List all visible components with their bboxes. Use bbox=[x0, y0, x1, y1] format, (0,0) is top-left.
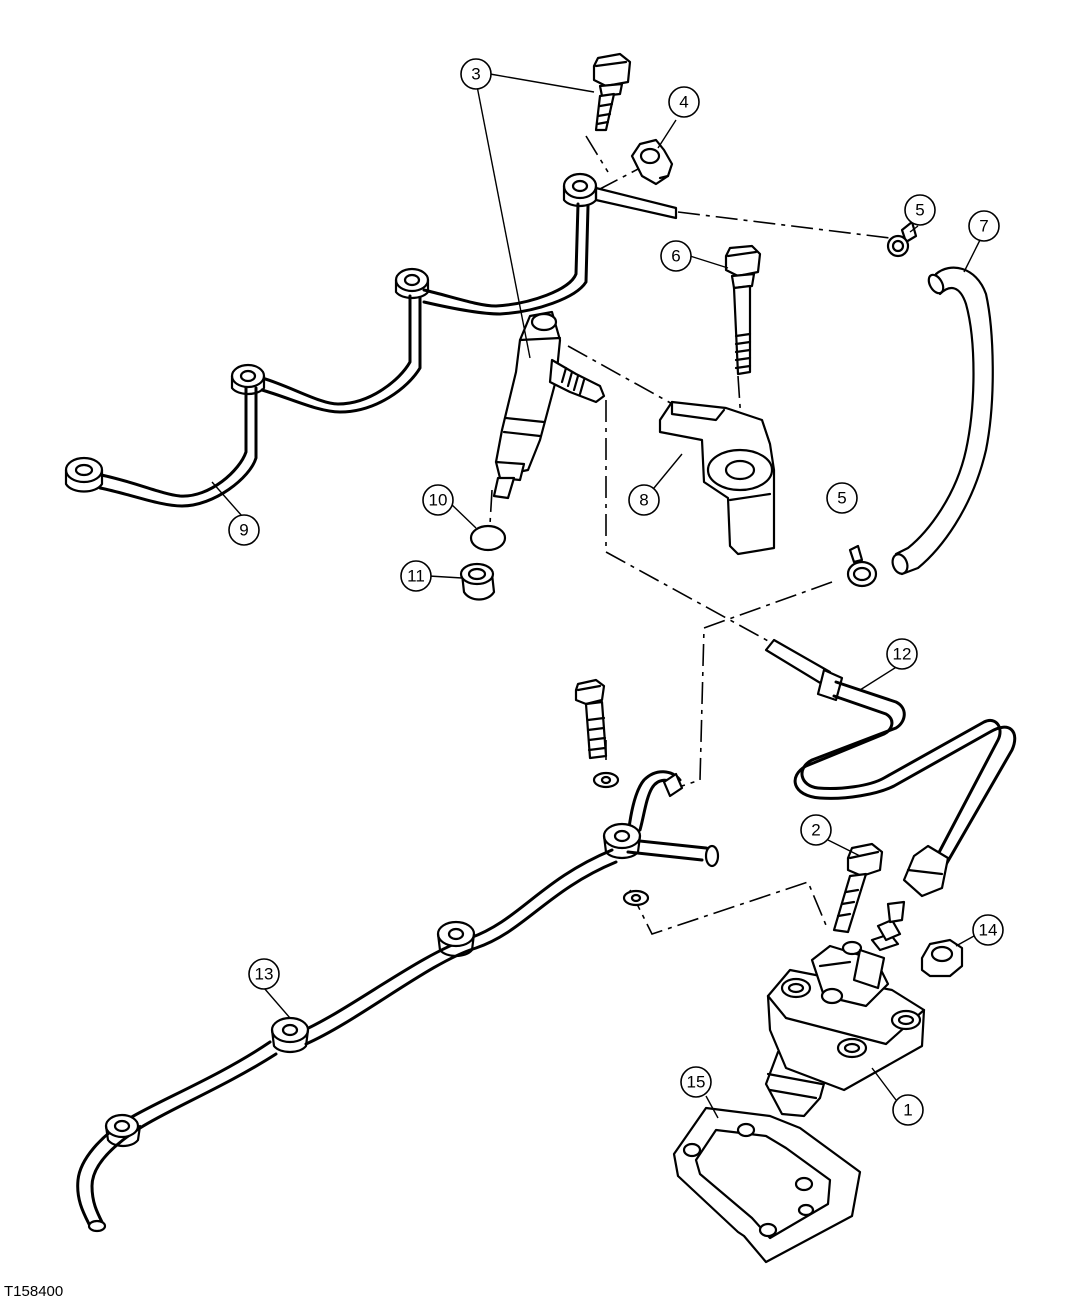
part-8-injector-clamp bbox=[658, 400, 776, 556]
figure-id: T158400 bbox=[4, 1283, 64, 1300]
callout-10: 10 bbox=[422, 484, 454, 516]
callout-9: 9 bbox=[228, 514, 260, 546]
callout-5-lower: 5 bbox=[826, 482, 858, 514]
callout-4: 4 bbox=[668, 86, 700, 118]
part-15-gasket bbox=[672, 1106, 862, 1264]
callout-label: 14 bbox=[979, 921, 998, 940]
callout-5-upper: 5 bbox=[904, 194, 936, 226]
callout-label: 2 bbox=[811, 821, 820, 840]
callout-15: 15 bbox=[680, 1066, 712, 1098]
part-11-seal bbox=[459, 562, 496, 601]
fuel-injection-nozzle bbox=[492, 310, 606, 500]
callout-6: 6 bbox=[660, 240, 692, 272]
callout-2: 2 bbox=[800, 814, 832, 846]
callout-label: 4 bbox=[679, 93, 688, 112]
callout-3: 3 bbox=[460, 58, 492, 90]
callout-label: 13 bbox=[255, 965, 274, 984]
part-6-cap-screw bbox=[724, 244, 762, 376]
callout-label: 12 bbox=[893, 645, 912, 664]
callout-label: 1 bbox=[903, 1101, 912, 1120]
part-10-o-ring bbox=[469, 524, 507, 552]
part-5-hose-clamp-upper bbox=[886, 220, 918, 258]
callout-8: 8 bbox=[628, 484, 660, 516]
callout-1: 1 bbox=[892, 1094, 924, 1126]
callout-12: 12 bbox=[886, 638, 918, 670]
callout-13: 13 bbox=[248, 958, 280, 990]
part-7-return-hose bbox=[891, 266, 994, 576]
callout-label: 3 bbox=[471, 65, 480, 84]
callout-label: 5 bbox=[915, 201, 924, 220]
part-2-cap-screw bbox=[832, 842, 884, 934]
part-3-banjo-bolt bbox=[592, 52, 632, 132]
callout-leaders bbox=[211, 73, 981, 1119]
callout-label: 5 bbox=[837, 489, 846, 508]
part-5-hose-clamp-lower bbox=[846, 544, 878, 588]
part-12-injection-line bbox=[764, 638, 1017, 898]
callout-label: 6 bbox=[671, 247, 680, 266]
callout-label: 9 bbox=[239, 521, 248, 540]
part-9-leak-off-line bbox=[64, 172, 678, 508]
callout-11: 11 bbox=[400, 560, 432, 592]
callout-label: 11 bbox=[407, 567, 425, 586]
part-4-clip bbox=[630, 138, 674, 186]
callout-label: 10 bbox=[429, 491, 448, 510]
part-14-nut bbox=[920, 938, 964, 978]
callout-label: 8 bbox=[639, 491, 648, 510]
callout-label: 15 bbox=[687, 1073, 706, 1092]
callout-label: 7 bbox=[979, 217, 988, 236]
part-1-injection-pump bbox=[764, 900, 926, 1118]
callout-7: 7 bbox=[968, 210, 1000, 242]
callout-14: 14 bbox=[972, 914, 1004, 946]
part-13-leak-off-line bbox=[76, 678, 720, 1233]
